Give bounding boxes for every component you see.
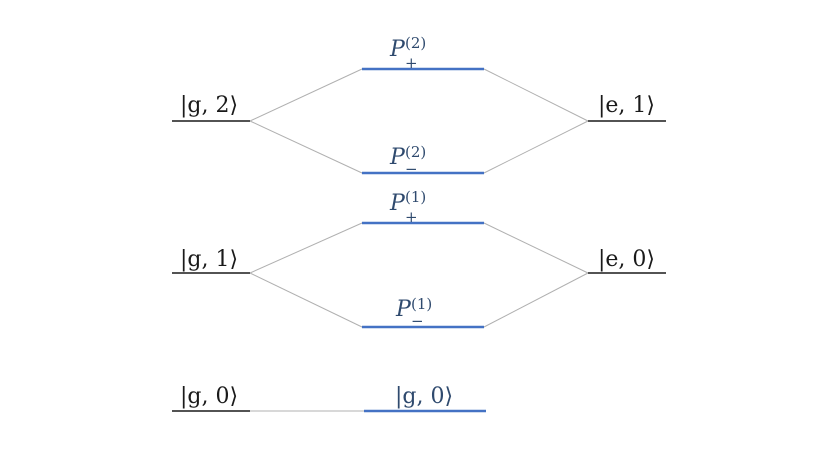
label-g0-dressed: |g, 0⟩ [395, 384, 453, 409]
label-pplus2: P (2) + [389, 34, 426, 72]
bare-levels [172, 120, 666, 412]
label-pplus1-sup: (1) [405, 188, 426, 206]
label-g2: |g, 2⟩ [180, 93, 238, 118]
label-pminus2-sup: (2) [405, 143, 426, 161]
label-pplus1-symbol: P [389, 191, 406, 216]
connector-pminus1-e0 [483, 272, 589, 328]
label-g0: |g, 0⟩ [180, 384, 238, 409]
label-pminus2: P (2) − [389, 143, 426, 178]
label-pplus2-sup: (2) [405, 34, 426, 52]
connector-g2-pminus2 [249, 120, 363, 174]
connector-pplus1-e0 [483, 222, 589, 274]
connector-lines [249, 68, 589, 412]
label-pminus2-symbol: P [389, 145, 406, 170]
label-pplus1: P (1) + [389, 188, 426, 226]
label-g1: |g, 1⟩ [180, 247, 238, 272]
label-e1: |e, 1⟩ [598, 93, 655, 118]
label-e0: |e, 0⟩ [598, 247, 655, 272]
connector-g2-pplus2 [249, 68, 363, 122]
label-pplus2-symbol: P [389, 37, 406, 62]
connector-g1-pminus1 [249, 272, 363, 328]
connector-pplus2-e1 [483, 68, 589, 122]
connector-pminus2-e1 [483, 120, 589, 174]
label-pminus1: P (1) − [395, 295, 432, 330]
label-pminus1-symbol: P [395, 297, 412, 322]
label-pminus1-sup: (1) [411, 295, 432, 313]
label-pminus1-sub: − [411, 312, 424, 330]
label-pminus2-sub: − [405, 160, 418, 178]
label-pplus1-sub: + [405, 208, 418, 226]
dressed-levels [362, 67, 486, 413]
label-pplus2-sub: + [405, 54, 418, 72]
connector-g1-pplus1 [249, 222, 363, 274]
